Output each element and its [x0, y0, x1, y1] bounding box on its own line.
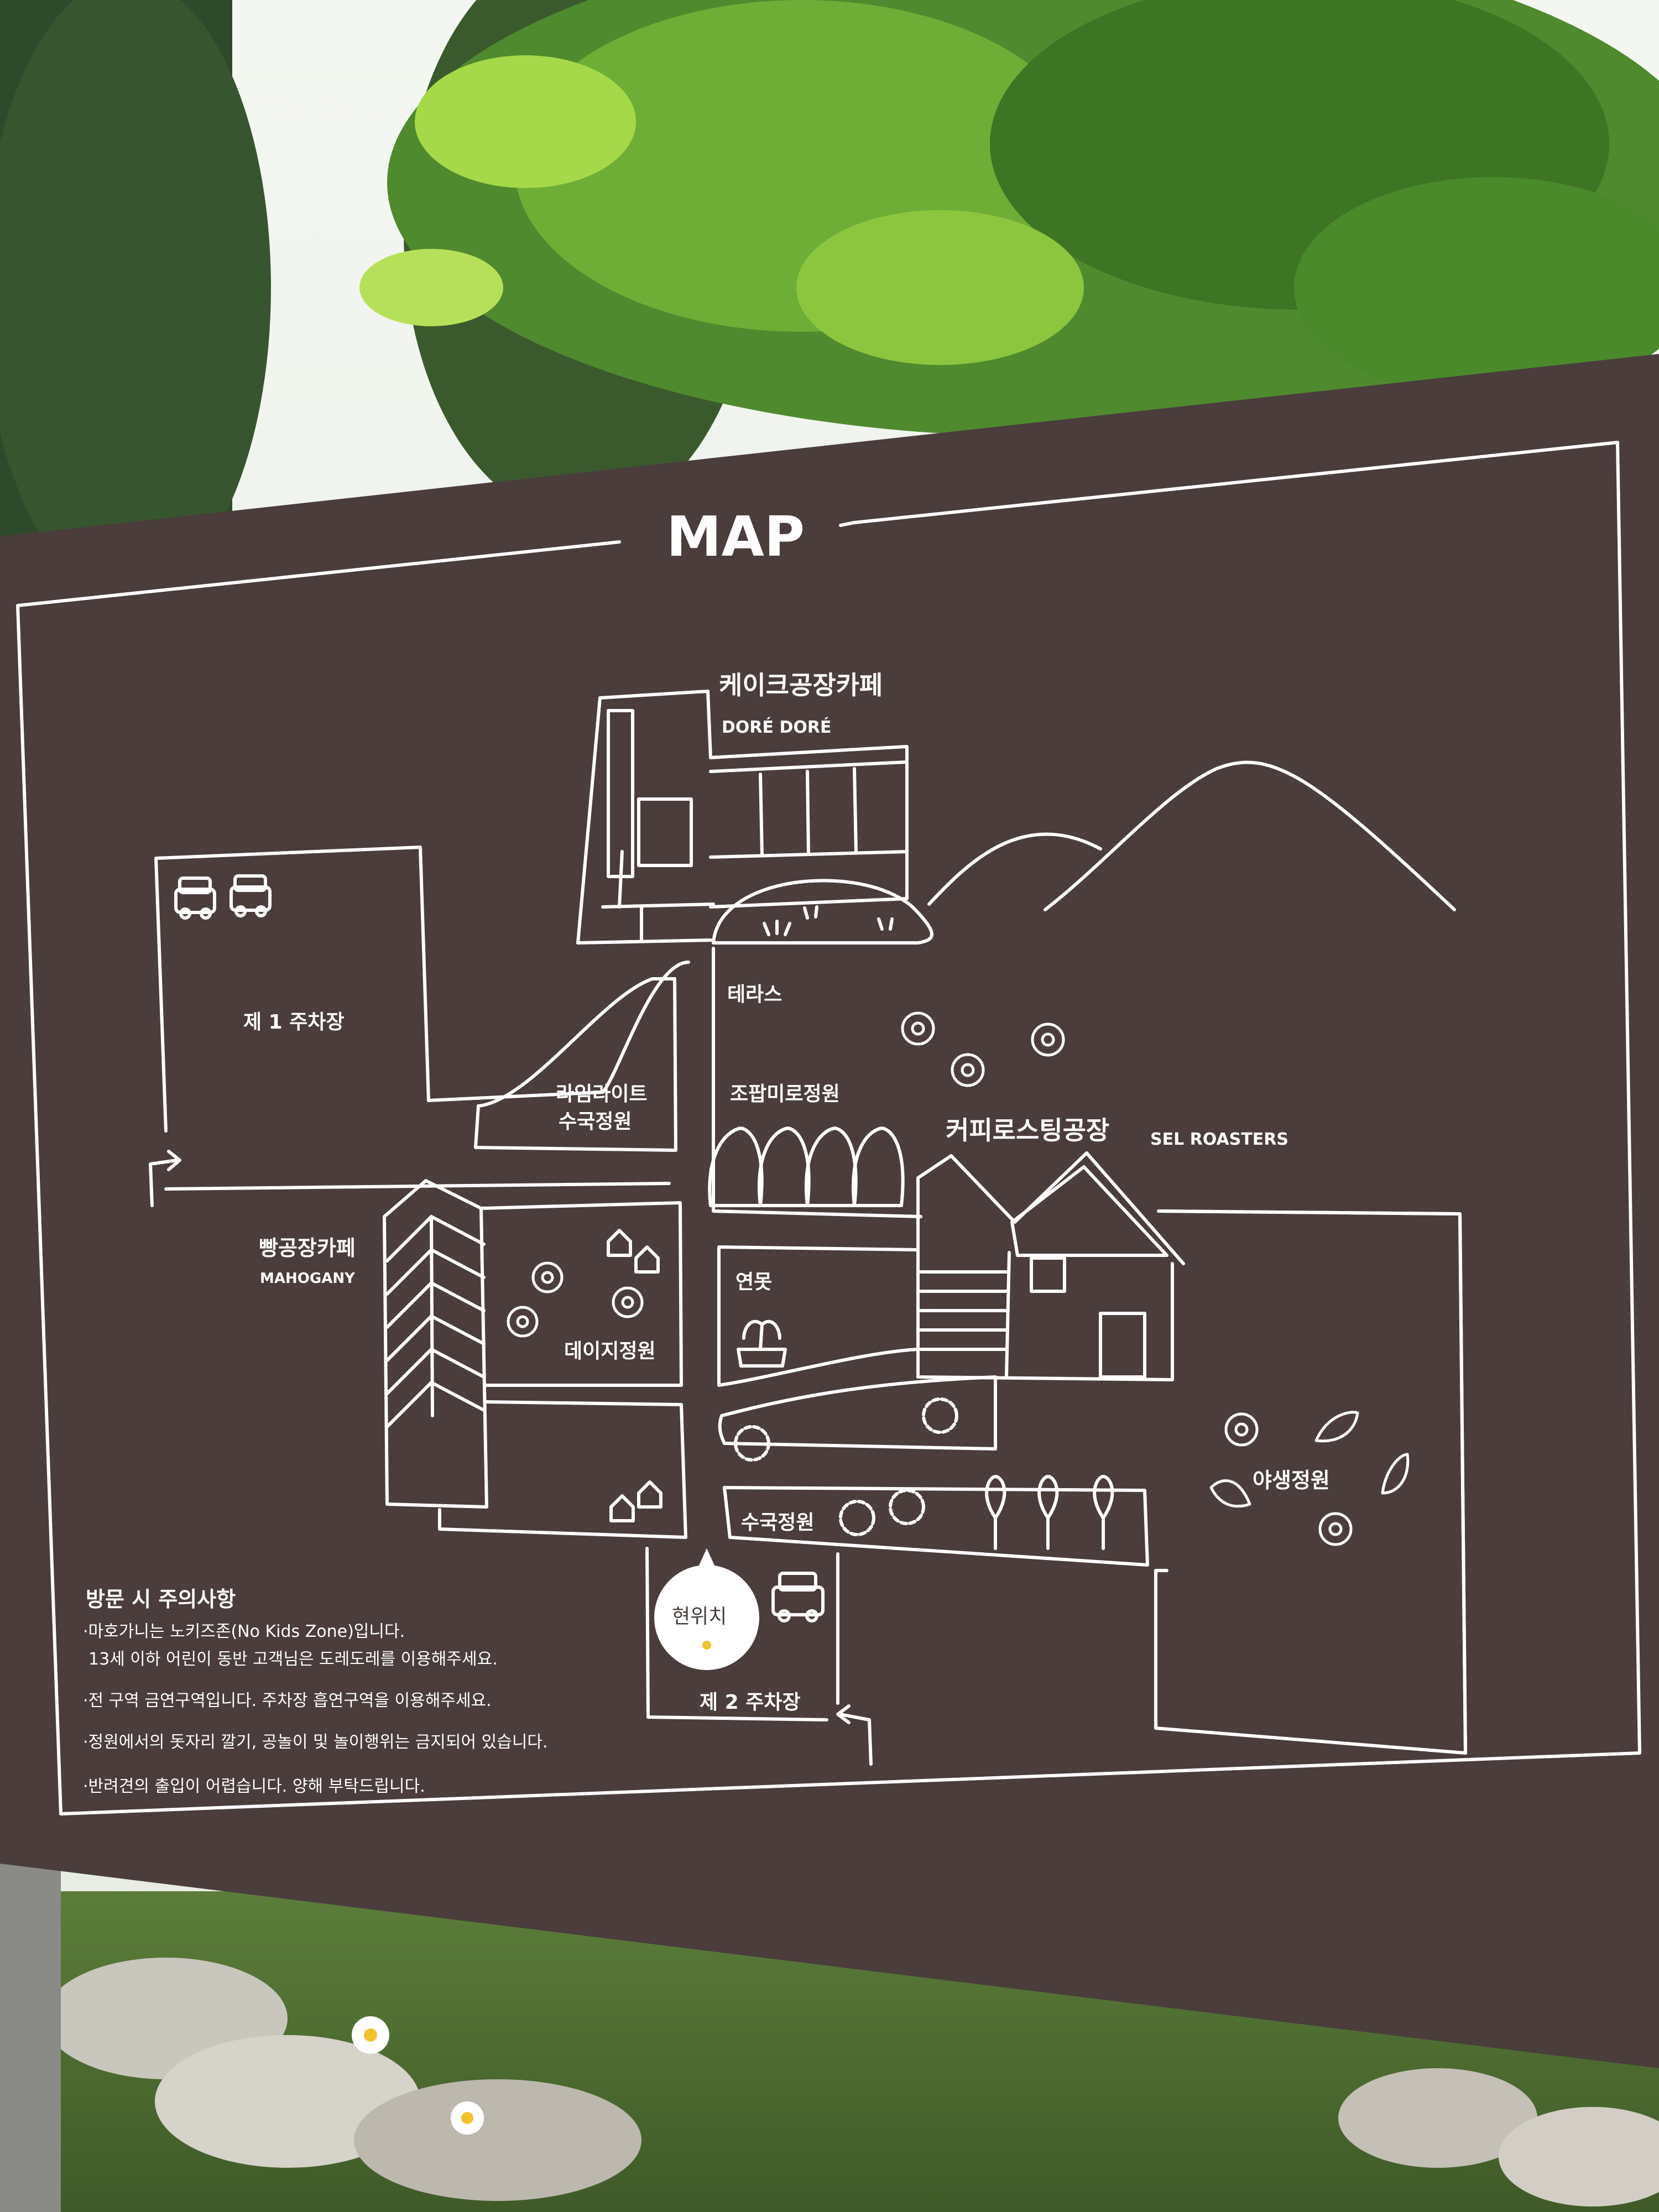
label-topiary: 조팝미로정원	[730, 1083, 840, 1105]
label-current-location: 현위치	[672, 1605, 727, 1628]
house-icon	[609, 1480, 662, 1522]
lower-garden	[438, 1400, 687, 1539]
label-limelight-1: 라임라이트	[556, 1083, 648, 1105]
notice-line: ·반려견의 출입이 어렵습니다. 양해 부탁드립니다.	[83, 1777, 425, 1796]
label-limelight-2: 수국정원	[559, 1110, 632, 1133]
shrub-icon	[734, 1397, 958, 1536]
notice-title: 방문 시 주의사항	[86, 1587, 236, 1611]
label-cake-cafe: 케이크공장카페	[719, 670, 883, 700]
terrace-mound	[712, 879, 933, 945]
map-labels: MAP 케이크공장카페 DORÉ DORÉ 제 1 주차장 테라스 라임라이트 …	[83, 504, 1330, 1796]
notice-line: ·전 구역 금연구역입니다. 주차장 흡연구역을 이용해주세요.	[83, 1691, 492, 1710]
notice-line: ·정원에서의 돗자리 깔기, 공놀이 및 놀이행위는 금지되어 있습니다.	[83, 1733, 548, 1752]
pond-area	[717, 1245, 920, 1387]
car-icon	[174, 877, 216, 920]
parking-lot-2	[645, 1547, 839, 1721]
entrance-arrow-left	[149, 1150, 181, 1207]
notice-line: ·마호가니는 노키즈존(No Kids Zone)입니다.	[83, 1622, 405, 1641]
parking-lot-1	[154, 846, 690, 1133]
label-terrace: 테라스	[727, 983, 782, 1006]
entrance-arrow-right	[836, 1704, 873, 1766]
mountain-large	[1044, 760, 1456, 911]
car-icon	[771, 1572, 825, 1623]
label-roastery-en: SEL ROASTERS	[1150, 1130, 1288, 1149]
wild-garden	[1154, 1209, 1467, 1755]
label-cake-cafe-en: DORÉ DORÉ	[722, 717, 831, 737]
bakery-building	[383, 1179, 488, 1509]
daisy-garden	[479, 1201, 683, 1387]
sign-board	[0, 354, 1659, 2068]
leaf-icon	[1209, 1411, 1410, 1508]
car-icon	[229, 874, 272, 917]
cake-cafe-building	[576, 690, 909, 945]
label-bakery: 빵공장카페	[259, 1236, 356, 1260]
flower-icon	[507, 1011, 1353, 1546]
label-parking-1: 제 1 주차장	[243, 1011, 345, 1034]
label-pond: 연못	[735, 1271, 772, 1293]
topiary-maze-garden	[708, 1126, 905, 1207]
map-artwork	[16, 441, 1641, 1815]
label-wild: 야생정원	[1253, 1468, 1330, 1493]
label-bakery-en: MAHOGANY	[260, 1270, 356, 1287]
label-hydrangea: 수국정원	[741, 1511, 814, 1534]
limelight-garden	[474, 977, 677, 1152]
roastery-building	[916, 1151, 1185, 1381]
map-frame	[16, 441, 1641, 1815]
tree-icon	[985, 1475, 1114, 1550]
label-parking-2: 제 2 주차장	[700, 1691, 801, 1714]
mountain-small	[927, 832, 1102, 906]
terrace-grass	[763, 905, 894, 936]
path-curve	[718, 1375, 997, 1451]
label-roastery: 커피로스팅공장	[946, 1115, 1109, 1145]
current-location-marker	[654, 1548, 759, 1670]
fountain-icon	[737, 1319, 787, 1368]
house-icon	[607, 1229, 660, 1274]
notice-line: 13세 이하 어린이 동반 고객님은 도레도레를 이용해주세요.	[88, 1650, 498, 1669]
map-title: MAP	[666, 504, 805, 569]
label-daisy: 데이지정원	[564, 1340, 656, 1363]
